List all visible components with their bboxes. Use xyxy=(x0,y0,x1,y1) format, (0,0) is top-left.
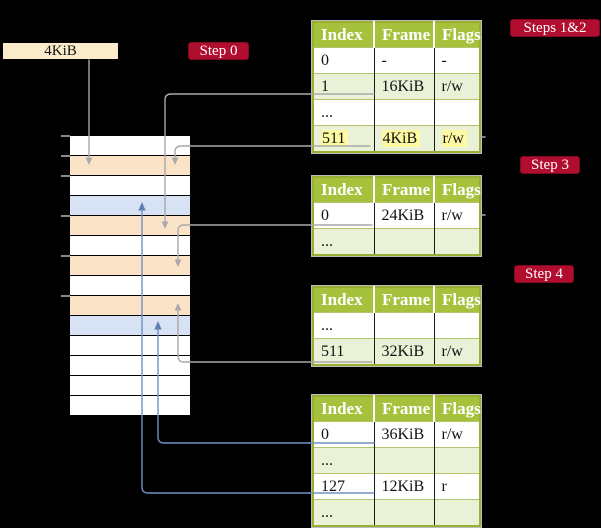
cell-flags: r/w xyxy=(433,421,480,448)
table-row: 0 - - xyxy=(313,47,480,74)
step3-badge: Step 3 xyxy=(520,156,580,174)
table-row: 0 36KiB r/w xyxy=(313,421,480,448)
cell-index: ... xyxy=(313,312,374,339)
cell-flags xyxy=(433,228,480,255)
table-row: ... xyxy=(313,228,480,255)
cell-flags: r/w xyxy=(433,202,480,229)
memory-tick xyxy=(61,155,70,157)
memory-frame-row xyxy=(70,156,190,176)
cell-frame xyxy=(373,99,434,126)
cell-index: 511 xyxy=(313,338,374,365)
memory-frame-row xyxy=(70,336,190,356)
table-row: 127 12KiB r xyxy=(313,473,480,500)
cell-flags: r/w xyxy=(433,125,480,152)
cell-frame: 16KiB xyxy=(373,73,434,100)
cell-index: 0 xyxy=(313,421,374,448)
step4-badge: Step 4 xyxy=(514,265,574,283)
cell-flags xyxy=(433,99,480,126)
memory-tick xyxy=(61,255,70,257)
cell-index: ... xyxy=(313,447,374,474)
table-header-row: Index Frame Flags xyxy=(313,287,481,313)
table-row-highlighted: 511 4KiB r/w xyxy=(313,125,480,152)
step0-badge: Step 0 xyxy=(188,42,249,60)
cell-frame xyxy=(373,499,434,526)
col-header-flags: Flags xyxy=(433,396,481,422)
memory-frame-row xyxy=(70,396,190,415)
col-header-frame: Frame xyxy=(373,396,434,422)
col-header-frame: Frame xyxy=(373,287,434,313)
cell-index: 1 xyxy=(313,73,374,100)
cell-index: ... xyxy=(313,228,374,255)
table-header-row: Index Frame Flags xyxy=(313,396,481,422)
memory-tick xyxy=(61,215,70,217)
table-header-row: Index Frame Flags xyxy=(313,177,481,203)
highlight-mark: 511 xyxy=(321,129,349,147)
col-header-flags: Flags xyxy=(433,22,481,48)
cell-flags: r/w xyxy=(433,338,480,365)
col-header-index: Index xyxy=(313,396,374,422)
table-header-row: Index Frame Flags xyxy=(313,22,481,48)
memory-tick xyxy=(61,295,70,297)
steps12-badge: Steps 1&2 xyxy=(510,19,600,37)
cell-flags: r/w xyxy=(433,73,480,100)
memory-tick xyxy=(61,175,70,177)
cell-flags xyxy=(433,447,480,474)
col-header-index: Index xyxy=(313,177,374,203)
memory-frame-row xyxy=(70,276,190,296)
cell-index: ... xyxy=(313,99,374,126)
cell-flags: - xyxy=(433,47,480,74)
page-table-step4: Index Frame Flags ... 511 32KiB r/w xyxy=(312,286,481,366)
memory-frame-row xyxy=(70,376,190,396)
cell-frame xyxy=(373,312,434,339)
col-header-index: Index xyxy=(313,22,374,48)
cell-index: 127 xyxy=(313,473,374,500)
highlight-mark: 4KiB xyxy=(381,129,421,147)
cell-frame: 32KiB xyxy=(373,338,434,365)
cell-flags: r xyxy=(433,473,480,500)
cell-index: 0 xyxy=(313,202,374,229)
page-table-final: Index Frame Flags 0 36KiB r/w ... 127 12… xyxy=(312,395,481,527)
memory-frame-row xyxy=(70,296,190,316)
memory-frame-row xyxy=(70,196,190,216)
col-header-index: Index xyxy=(313,287,374,313)
table-row: ... xyxy=(313,312,480,339)
cell-frame: 12KiB xyxy=(373,473,434,500)
memory-frame-row xyxy=(70,256,190,276)
cell-frame xyxy=(373,228,434,255)
cell-index: ... xyxy=(313,499,374,526)
page-table-steps12: Index Frame Flags 0 - - 1 16KiB r/w ... … xyxy=(312,21,481,153)
table-row: 0 24KiB r/w xyxy=(313,202,480,229)
table-row: ... xyxy=(313,447,480,474)
page-size-box: 4KiB xyxy=(2,42,119,60)
memory-frame-row xyxy=(70,356,190,376)
cell-frame: 4KiB xyxy=(373,125,434,152)
table-row: ... xyxy=(313,499,480,526)
physical-memory-column xyxy=(69,135,191,416)
cell-frame: - xyxy=(373,47,434,74)
memory-frame-row xyxy=(70,316,190,336)
highlight-mark: r/w xyxy=(441,129,467,147)
col-header-frame: Frame xyxy=(373,22,434,48)
page-table-step3: Index Frame Flags 0 24KiB r/w ... xyxy=(312,176,481,256)
col-header-flags: Flags xyxy=(433,177,481,203)
memory-tick xyxy=(61,135,70,137)
table-row: 511 32KiB r/w xyxy=(313,338,480,365)
memory-frame-row xyxy=(70,176,190,196)
cell-frame: 36KiB xyxy=(373,421,434,448)
memory-frame-row xyxy=(70,216,190,236)
cell-frame: 24KiB xyxy=(373,202,434,229)
cell-index: 511 xyxy=(313,125,374,152)
table-row: ... xyxy=(313,99,480,126)
col-header-frame: Frame xyxy=(373,177,434,203)
col-header-flags: Flags xyxy=(433,287,481,313)
memory-frame-row xyxy=(70,136,190,156)
cell-index: 0 xyxy=(313,47,374,74)
cell-frame xyxy=(373,447,434,474)
memory-frame-row xyxy=(70,236,190,256)
cell-flags xyxy=(433,499,480,526)
table-row: 1 16KiB r/w xyxy=(313,73,480,100)
cell-flags xyxy=(433,312,480,339)
